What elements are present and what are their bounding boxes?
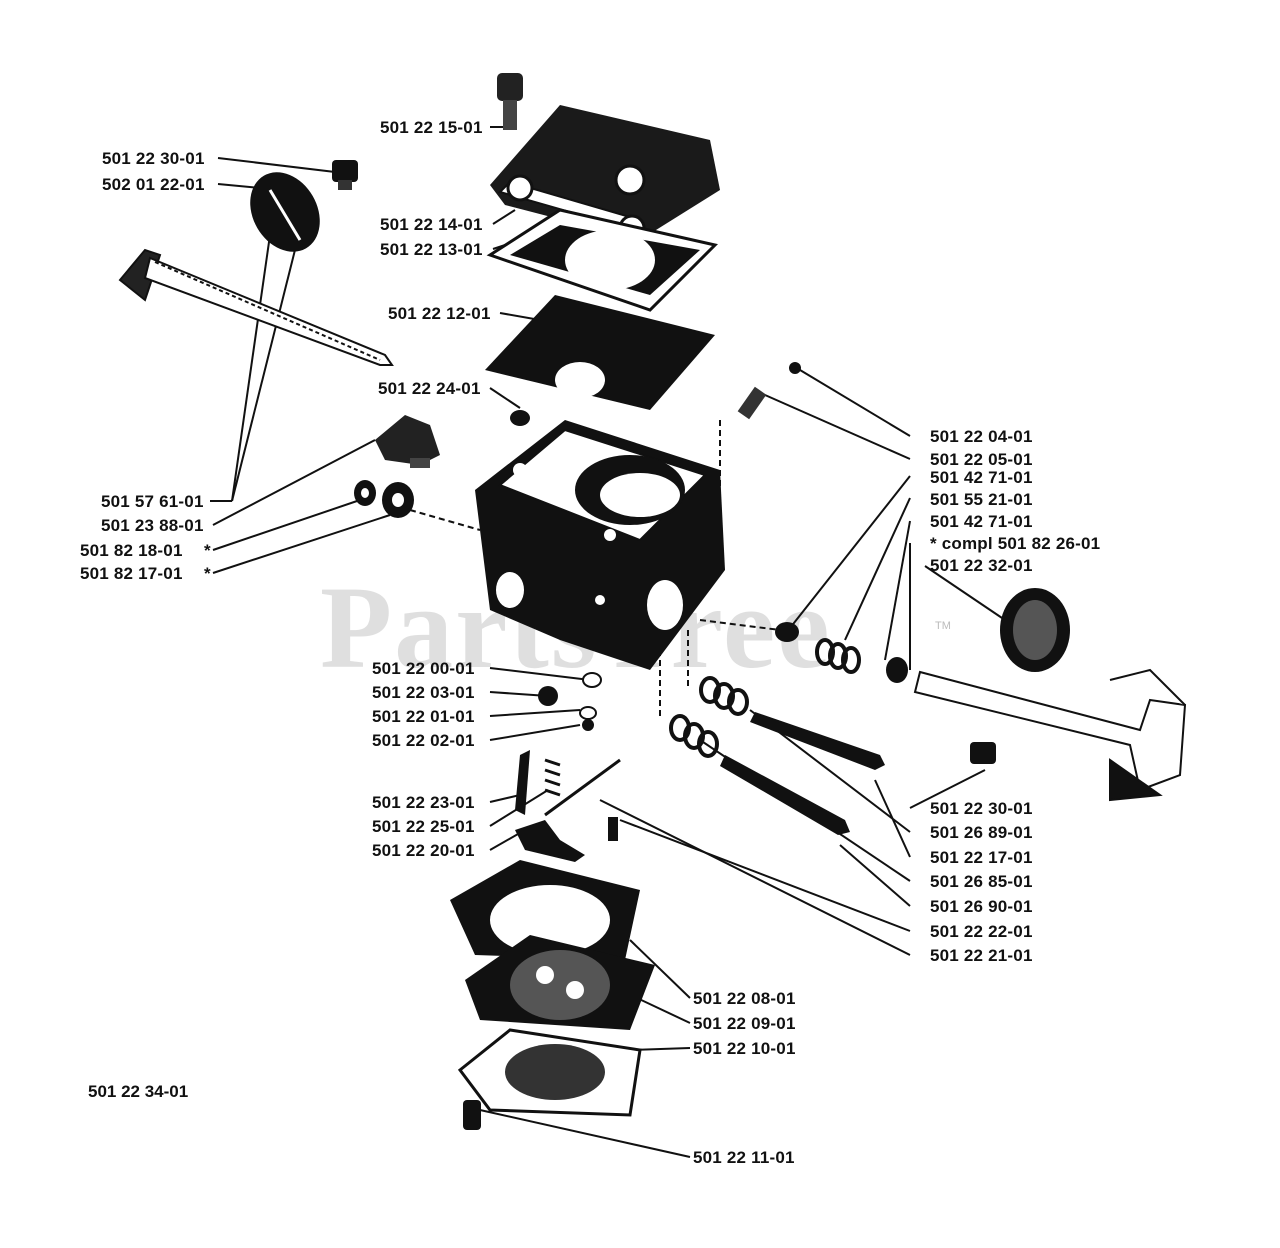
screw-30-right xyxy=(970,742,996,764)
label-501-22-15-01: 501 22 15-01 xyxy=(380,118,483,137)
top-screw xyxy=(497,73,523,130)
label-501-22-24-01: 501 22 24-01 xyxy=(378,379,481,398)
part-01 xyxy=(579,706,597,720)
cover-screw xyxy=(463,1100,481,1130)
carburetor-body xyxy=(475,420,725,670)
label-501-22-10-01: 501 22 10-01 xyxy=(693,1039,796,1058)
label-501-22-03-01: 501 22 03-01 xyxy=(372,683,475,702)
pump-cover xyxy=(490,105,720,242)
metering-gasket xyxy=(450,860,640,960)
assembly-number: 501 22 34-01 xyxy=(88,1082,189,1101)
label-501-22-22-01: 501 22 22-01 xyxy=(930,922,1033,941)
pin-22 xyxy=(608,817,618,841)
label-501-42-71-01-b: 501 42 71-01 xyxy=(930,512,1033,531)
label-501-26-85-01: 501 26 85-01 xyxy=(930,872,1033,891)
part-00 xyxy=(582,672,602,688)
label-501-22-25-01: 501 22 25-01 xyxy=(372,817,475,836)
label-501-22-13-01: 501 22 13-01 xyxy=(380,240,483,259)
label-501-22-20-01: 501 22 20-01 xyxy=(372,841,475,860)
star-17: * xyxy=(204,564,211,583)
metering-cover xyxy=(457,1028,642,1117)
label-501-22-08-01: 501 22 08-01 xyxy=(693,989,796,1008)
label-501-42-71-01-a: 501 42 71-01 xyxy=(930,468,1033,487)
lever-20 xyxy=(515,820,585,862)
spring-05 xyxy=(737,386,767,420)
label-501-26-90-01: 501 26 90-01 xyxy=(930,897,1033,916)
spring-85 xyxy=(669,714,719,758)
label-501-55-21-01: 501 55 21-01 xyxy=(930,490,1033,509)
label-501-23-88-01: 501 23 88-01 xyxy=(101,516,204,535)
spring-25 xyxy=(544,758,561,797)
label-501-22-30-01-right: 501 22 30-01 xyxy=(930,799,1033,818)
label-501-22-30-01-left: 501 22 30-01 xyxy=(102,149,205,168)
screw-30-left xyxy=(332,160,358,190)
part-03 xyxy=(538,686,558,706)
label-501-22-04-01: 501 22 04-01 xyxy=(930,427,1033,446)
needle-23 xyxy=(515,750,530,815)
label-501-22-00-01: 501 22 00-01 xyxy=(372,659,475,678)
label-501-22-17-01: 501 22 17-01 xyxy=(930,848,1033,867)
label-501-22-11-01: 501 22 11-01 xyxy=(693,1148,795,1167)
choke-shaft-right xyxy=(913,668,1187,802)
throttle-plate-left xyxy=(250,172,320,252)
label-501-22-14-01: 501 22 14-01 xyxy=(380,215,483,234)
label-501-22-12-01: 501 22 12-01 xyxy=(388,304,491,323)
label-501-57-61-01: 501 57 61-01 xyxy=(101,492,204,511)
spring-89 xyxy=(699,676,749,716)
star-18: * xyxy=(204,541,211,560)
label-501-82-18-01: 501 82 18-01 xyxy=(80,541,183,560)
ball-04 xyxy=(789,362,801,374)
part-02 xyxy=(582,719,594,731)
label-501-22-23-01: 501 22 23-01 xyxy=(372,793,475,812)
needle-90 xyxy=(720,755,850,835)
throttle-shaft-left xyxy=(118,248,394,366)
label-501-22-09-01: 501 22 09-01 xyxy=(693,1014,796,1033)
label-501-82-17-01: 501 82 17-01 xyxy=(80,564,183,583)
washer-42-b xyxy=(886,657,908,683)
metering-diaphragm xyxy=(465,935,655,1030)
label-501-22-02-01: 501 22 02-01 xyxy=(372,731,475,750)
label-501-22-01-01: 501 22 01-01 xyxy=(372,707,475,726)
label-501-22-05-01: 501 22 05-01 xyxy=(930,450,1033,469)
inlet-fitting xyxy=(375,410,530,468)
watermark-tm: TM xyxy=(935,620,951,632)
label-501-26-89-01: 501 26 89-01 xyxy=(930,823,1033,842)
washer-42-a xyxy=(775,622,799,642)
label-501-22-32-01: 501 22 32-01 xyxy=(930,556,1033,575)
pump-diaphragm xyxy=(485,295,715,410)
label-501-22-21-01: 501 22 21-01 xyxy=(930,946,1033,965)
needle-17 xyxy=(750,712,885,770)
label-compl-501-82-26-01: * compl 501 82 26-01 xyxy=(930,534,1101,553)
label-502-01-22-01: 502 01 22-01 xyxy=(102,175,205,194)
spring-55 xyxy=(815,638,861,674)
